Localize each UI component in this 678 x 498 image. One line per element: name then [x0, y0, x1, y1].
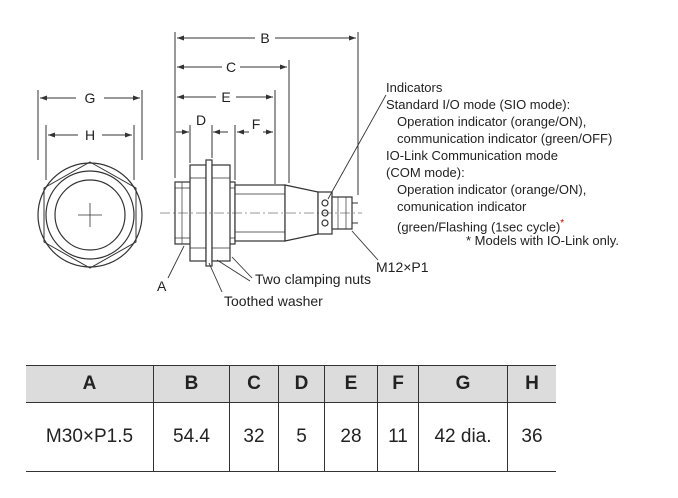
header-e: E — [324, 365, 378, 403]
value-a: M30×P1.5 — [26, 402, 154, 472]
front-view — [37, 161, 143, 269]
value-g: 42 dia. — [418, 402, 508, 472]
dim-label-h: H — [85, 127, 95, 143]
dim-c — [177, 60, 290, 183]
outer-hex-circle — [37, 162, 143, 268]
indicators-title: Indicators — [386, 80, 443, 95]
com-asterisk: * — [560, 218, 565, 229]
dim-label-b: B — [260, 30, 269, 46]
leader-connector — [351, 230, 379, 261]
leader-a — [167, 245, 185, 279]
dim-label-g: G — [85, 90, 96, 106]
led-1 — [321, 199, 329, 207]
leader-washer — [208, 262, 223, 293]
sensor-dimension-drawing: G H — [37, 30, 429, 309]
sio-line-2: communication indicator (green/OFF) — [397, 131, 613, 146]
table-header-row: A B C D E F G H — [26, 365, 556, 403]
hex-nut-outline — [43, 161, 137, 269]
sio-heading: Standard I/O mode (SIO mode): — [386, 97, 571, 112]
dim-label-e: E — [221, 89, 230, 105]
com-line-2: comunication indicator — [397, 199, 527, 214]
leader-indicators — [327, 94, 387, 200]
value-f: 11 — [377, 402, 419, 472]
header-f: F — [377, 365, 419, 403]
com-heading-2: (COM mode): — [386, 165, 465, 180]
dim-label-d: D — [196, 112, 206, 128]
header-b: B — [153, 365, 230, 403]
leader-nuts-2 — [216, 259, 251, 282]
dim-label-f: F — [252, 116, 261, 132]
dim-d — [176, 125, 228, 163]
label-a: A — [157, 278, 167, 294]
com-heading-1: IO-Link Communication mode — [386, 148, 558, 163]
value-e: 28 — [324, 402, 378, 472]
dim-f — [234, 125, 276, 184]
led-3 — [321, 219, 329, 227]
header-c: C — [229, 365, 279, 403]
leader-lines — [167, 94, 387, 293]
dim-h — [45, 125, 135, 180]
com-line-1: Operation indicator (orange/ON), — [397, 182, 587, 197]
dimension-table: A B C D E F G H M30×P1.5 54.4 32 5 28 11… — [26, 365, 556, 472]
label-toothed-washer: Toothed washer — [224, 293, 323, 309]
leader-nuts-1 — [231, 256, 253, 279]
table-row: M30×P1.5 54.4 32 5 28 11 42 dia. 36 — [26, 402, 556, 472]
value-h: 36 — [507, 402, 556, 472]
dim-b — [174, 32, 359, 195]
com-line-3: (green/Flashing (1sec cycle) — [397, 219, 561, 235]
dim-g — [37, 90, 143, 160]
header-h: H — [507, 365, 556, 403]
sensing-face-circle — [54, 179, 126, 251]
header-a: A — [26, 365, 154, 403]
value-d: 5 — [278, 402, 325, 472]
value-b: 54.4 — [153, 402, 230, 472]
footnote: * Models with IO-Link only. — [466, 233, 619, 248]
dim-label-c: C — [226, 59, 236, 75]
header-g: G — [418, 365, 508, 403]
label-clamping-nuts: Two clamping nuts — [255, 271, 371, 287]
sio-line-1: Operation indicator (orange/ON), — [397, 114, 587, 129]
value-c: 32 — [229, 402, 279, 472]
label-connector: M12×P1 — [376, 259, 429, 275]
header-d: D — [278, 365, 325, 403]
com-line-3-wrap: (green/Flashing (1sec cycle)* — [397, 216, 564, 235]
thread-circle — [45, 170, 135, 260]
